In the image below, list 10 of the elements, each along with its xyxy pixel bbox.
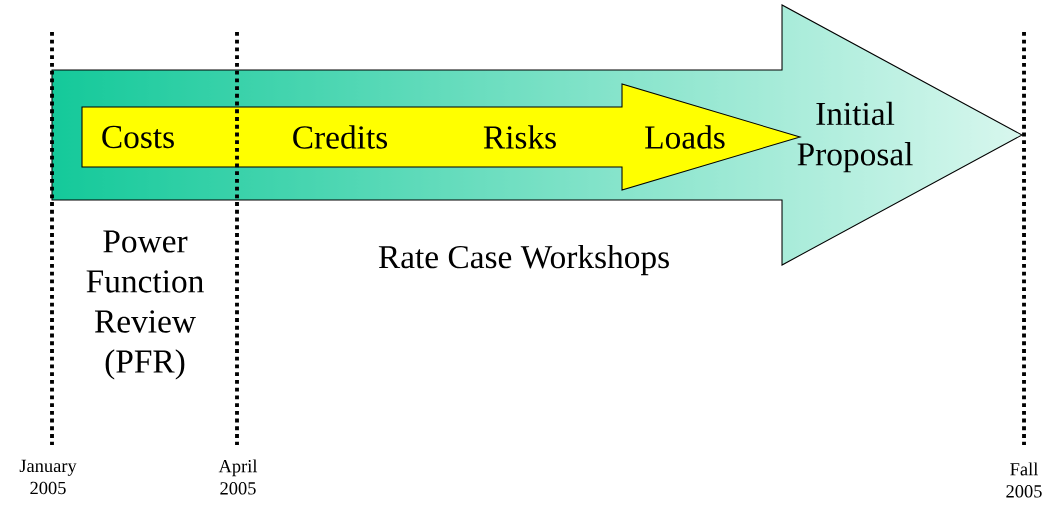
step-label: Loads xyxy=(645,125,725,149)
step-label: Costs xyxy=(102,125,174,149)
step-label: Credits xyxy=(293,125,388,149)
phase-label: Rate Case Workshops xyxy=(378,244,669,276)
step-label: Risks xyxy=(483,125,556,149)
date-label: April 2005 xyxy=(218,459,258,495)
date-label: Fall 2005 xyxy=(1006,462,1042,498)
phase-label: Power Function Review (PFR) xyxy=(86,230,204,380)
date-label: January 2005 xyxy=(19,459,77,495)
step-label: Initial Proposal xyxy=(797,101,913,173)
